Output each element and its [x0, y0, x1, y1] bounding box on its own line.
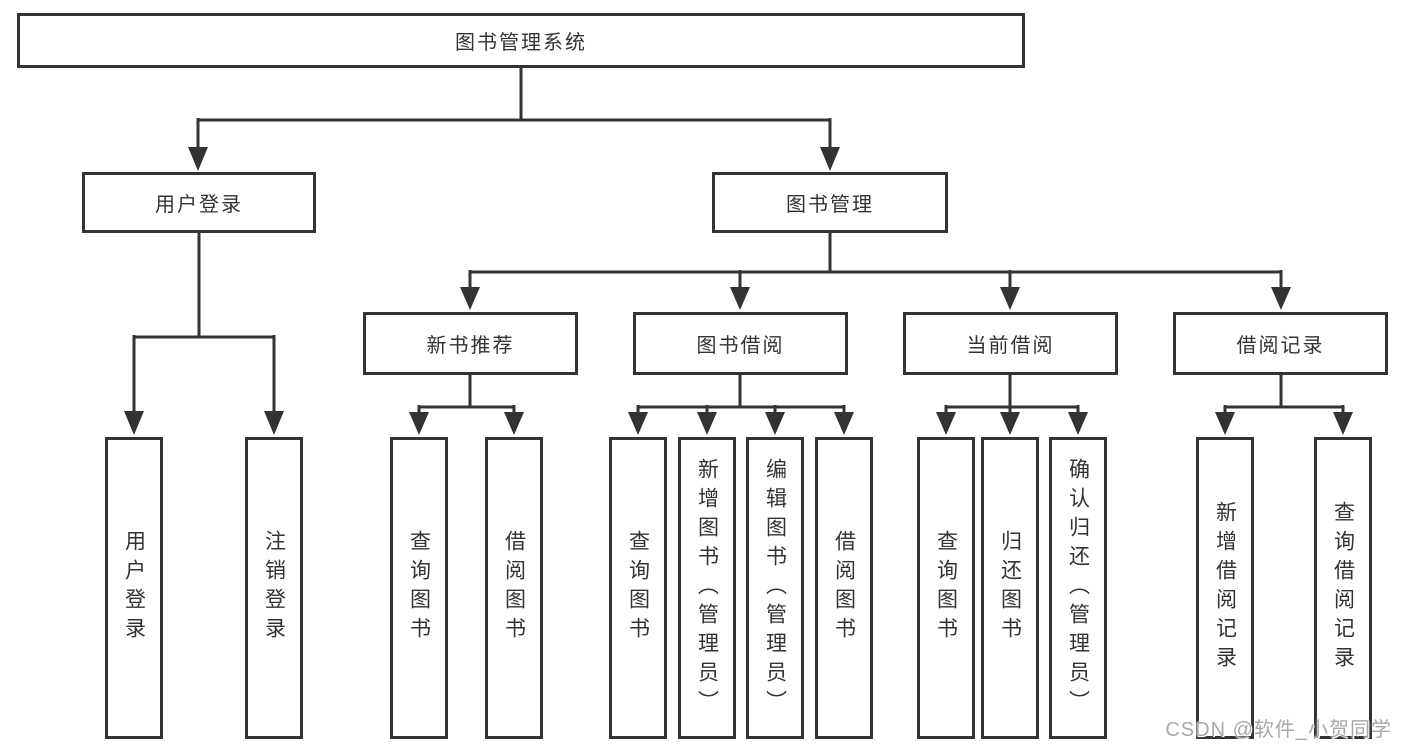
- node-new-book-recommendation: 新书推荐: [363, 312, 578, 375]
- leaf-current-confirm-return-admin: 确认归还（管理员）: [1049, 437, 1107, 739]
- connector-borrow-records-children: [1215, 375, 1353, 435]
- connector-user-login-children: [124, 233, 284, 435]
- leaf-logout-login: 注销登录: [245, 437, 303, 739]
- connector-current-borrowing-children: [936, 375, 1088, 435]
- leaf-borrowing-add-books-admin: 新增图书（管理员）: [678, 437, 736, 739]
- connector-book-borrowing-children: [628, 375, 854, 435]
- leaf-user-login: 用户登录: [105, 437, 163, 739]
- csdn-watermark: CSDN @软件_小贺同学: [1165, 719, 1392, 741]
- node-current-borrowing: 当前借阅: [903, 312, 1118, 375]
- leaf-recommend-query-books: 查询图书: [390, 437, 448, 739]
- leaf-records-query-borrow-record: 查询借阅记录: [1314, 437, 1372, 739]
- connector-new-book-children: [409, 375, 524, 435]
- node-book-borrowing: 图书借阅: [633, 312, 848, 375]
- leaf-borrowing-query-books: 查询图书: [609, 437, 667, 739]
- connector-book-management-children: [460, 233, 1291, 310]
- node-user-login: 用户登录: [82, 172, 316, 233]
- leaf-borrowing-borrow-books: 借阅图书: [815, 437, 873, 739]
- node-borrowing-records: 借阅记录: [1173, 312, 1388, 375]
- node-library-management-system: 图书管理系统: [17, 13, 1025, 68]
- node-book-management: 图书管理: [712, 172, 948, 233]
- leaf-recommend-borrow-books: 借阅图书: [485, 437, 543, 739]
- leaf-borrowing-edit-books-admin: 编辑图书（管理员）: [746, 437, 804, 739]
- leaf-records-add-borrow-record: 新增借阅记录: [1196, 437, 1254, 739]
- leaf-current-query-books: 查询图书: [917, 437, 975, 739]
- connector-root-to-level2: [188, 68, 840, 171]
- leaf-current-return-books: 归还图书: [981, 437, 1039, 739]
